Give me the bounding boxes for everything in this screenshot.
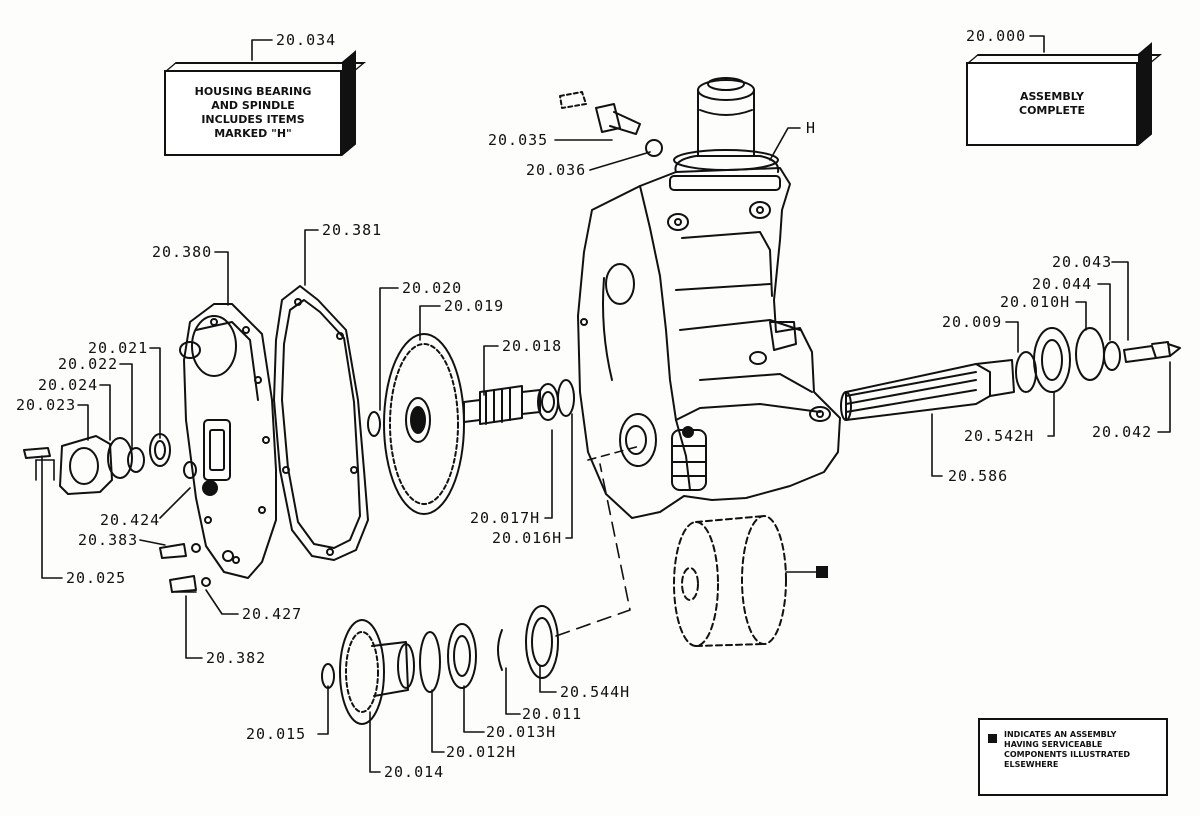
part-label-h: H <box>806 119 817 137</box>
spline-shaft <box>840 359 1015 421</box>
part-label-20-586: 20.586 <box>948 467 1009 485</box>
housing-box-line-1: HOUSING BEARING <box>194 85 312 98</box>
part-label-20-009: 20.009 <box>942 313 1003 331</box>
drum-assembly <box>673 515 787 647</box>
left-small-parts <box>23 433 234 593</box>
cover-plate <box>179 303 277 579</box>
part-label-20-013h: 20.013H <box>486 723 557 741</box>
assembly-complete-box: ASSEMBLY COMPLETE <box>966 62 1138 146</box>
part-label-20-017h: 20.017H <box>470 509 541 527</box>
pinion-shaft <box>463 379 575 425</box>
part-label-20-021: 20.021 <box>88 339 149 357</box>
part-label-20-042: 20.042 <box>1092 423 1153 441</box>
part-label-20-381: 20.381 <box>322 221 383 239</box>
bottom-gear-cluster <box>321 605 559 725</box>
legend-line-2: HAVING SERVICEABLE <box>1004 740 1103 749</box>
part-label-20-036: 20.036 <box>526 161 587 179</box>
assembly-box-line-1: ASSEMBLY <box>1020 90 1084 103</box>
shaft-bearing-parts <box>1015 327 1181 393</box>
part-label-20-380: 20.380 <box>152 243 213 261</box>
part-label-20-382: 20.382 <box>206 649 267 667</box>
part-label-20-044: 20.044 <box>1032 275 1093 293</box>
part-label-20-035: 20.035 <box>488 131 549 149</box>
part-label-20-023: 20.023 <box>16 396 77 414</box>
large-gear <box>367 333 465 515</box>
legend-line-1: INDICATES AN ASSEMBLY <box>1004 730 1117 739</box>
part-label-20-043: 20.043 <box>1052 253 1113 271</box>
part-label-20-012h: 20.012H <box>446 743 517 761</box>
assembly-box-line-2: COMPLETE <box>1019 104 1085 117</box>
part-label-20-016h: 20.016H <box>492 529 563 547</box>
part-label-20-018: 20.018 <box>502 337 563 355</box>
housing-box-code: 20.034 <box>276 31 337 49</box>
part-label-20-011: 20.011 <box>522 705 583 723</box>
part-label-20-025: 20.025 <box>66 569 127 587</box>
assembly-box-code: 20.000 <box>966 27 1027 45</box>
gasket <box>273 285 369 561</box>
housing-box-line-2: AND SPINDLE <box>211 99 295 112</box>
top-bolt <box>559 91 663 157</box>
part-label-20-427: 20.427 <box>242 605 303 623</box>
part-label-20-544h: 20.544H <box>560 683 631 701</box>
legend-square-icon <box>988 734 997 743</box>
legend-line-4: ELSEWHERE <box>1004 760 1059 769</box>
part-label-20-010h: 20.010H <box>1000 293 1071 311</box>
part-label-20-542h: 20.542H <box>964 427 1035 445</box>
part-label-20-383: 20.383 <box>78 531 139 549</box>
housing-box-line-4: MARKED "H" <box>214 127 292 140</box>
part-label-20-022: 20.022 <box>58 355 119 373</box>
housing-bearing-box: HOUSING BEARING AND SPINDLE INCLUDES ITE… <box>164 70 342 156</box>
main-housing <box>577 77 841 519</box>
legend-line-3: COMPONENTS ILLUSTRATED <box>1004 750 1131 759</box>
housing-box-line-3: INCLUDES ITEMS <box>201 113 305 126</box>
part-label-20-424: 20.424 <box>100 511 161 529</box>
part-label-20-019: 20.019 <box>444 297 505 315</box>
part-label-20-024: 20.024 <box>38 376 99 394</box>
part-label-20-015: 20.015 <box>246 725 307 743</box>
legend-box: INDICATES AN ASSEMBLY HAVING SERVICEABLE… <box>978 718 1168 796</box>
serviceable-assembly-marker <box>816 566 828 578</box>
leader-lines <box>35 35 1171 773</box>
part-label-20-020: 20.020 <box>402 279 463 297</box>
part-label-20-014: 20.014 <box>384 763 445 781</box>
